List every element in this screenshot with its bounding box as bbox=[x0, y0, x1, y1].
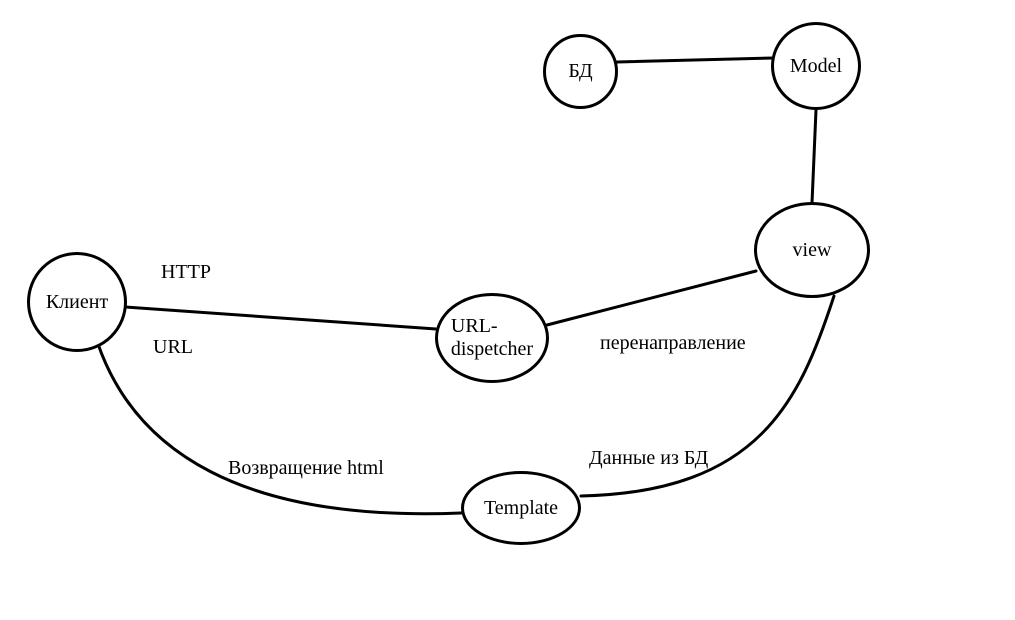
edge-client-template bbox=[96, 342, 463, 516]
node-template: Template bbox=[461, 471, 581, 545]
node-client: Клиент bbox=[27, 252, 127, 352]
edge-client-url-dispatcher bbox=[124, 305, 438, 331]
edge-label-return-html: Возвращение html bbox=[228, 457, 384, 479]
node-template-label: Template bbox=[483, 496, 559, 519]
node-model-label: Model bbox=[789, 54, 843, 77]
edge-view-url-dispatcher bbox=[545, 269, 758, 327]
node-model: Model bbox=[771, 22, 861, 110]
edge-label-url: URL bbox=[153, 336, 193, 358]
node-db: БД bbox=[543, 34, 618, 109]
node-db-label: БД bbox=[568, 60, 593, 82]
node-url-dispatcher-label-line2: dispetcher bbox=[450, 338, 534, 360]
node-url-dispatcher-label-line1: URL- bbox=[450, 315, 498, 337]
edge-label-data-from-db: Данные из БД bbox=[589, 447, 709, 469]
edge-label-http: HTTP bbox=[161, 261, 211, 283]
edge-model-view bbox=[810, 108, 818, 205]
node-url-dispatcher-label: URL- dispetcher bbox=[451, 315, 533, 361]
edge-view-template bbox=[579, 294, 836, 498]
edge-label-redirect: перенаправление bbox=[600, 332, 746, 354]
edge-db-model bbox=[615, 56, 776, 64]
node-view-label: view bbox=[792, 238, 832, 261]
node-view: view bbox=[754, 202, 870, 298]
node-client-label: Клиент bbox=[45, 290, 109, 313]
node-url-dispatcher: URL- dispetcher bbox=[435, 293, 549, 383]
